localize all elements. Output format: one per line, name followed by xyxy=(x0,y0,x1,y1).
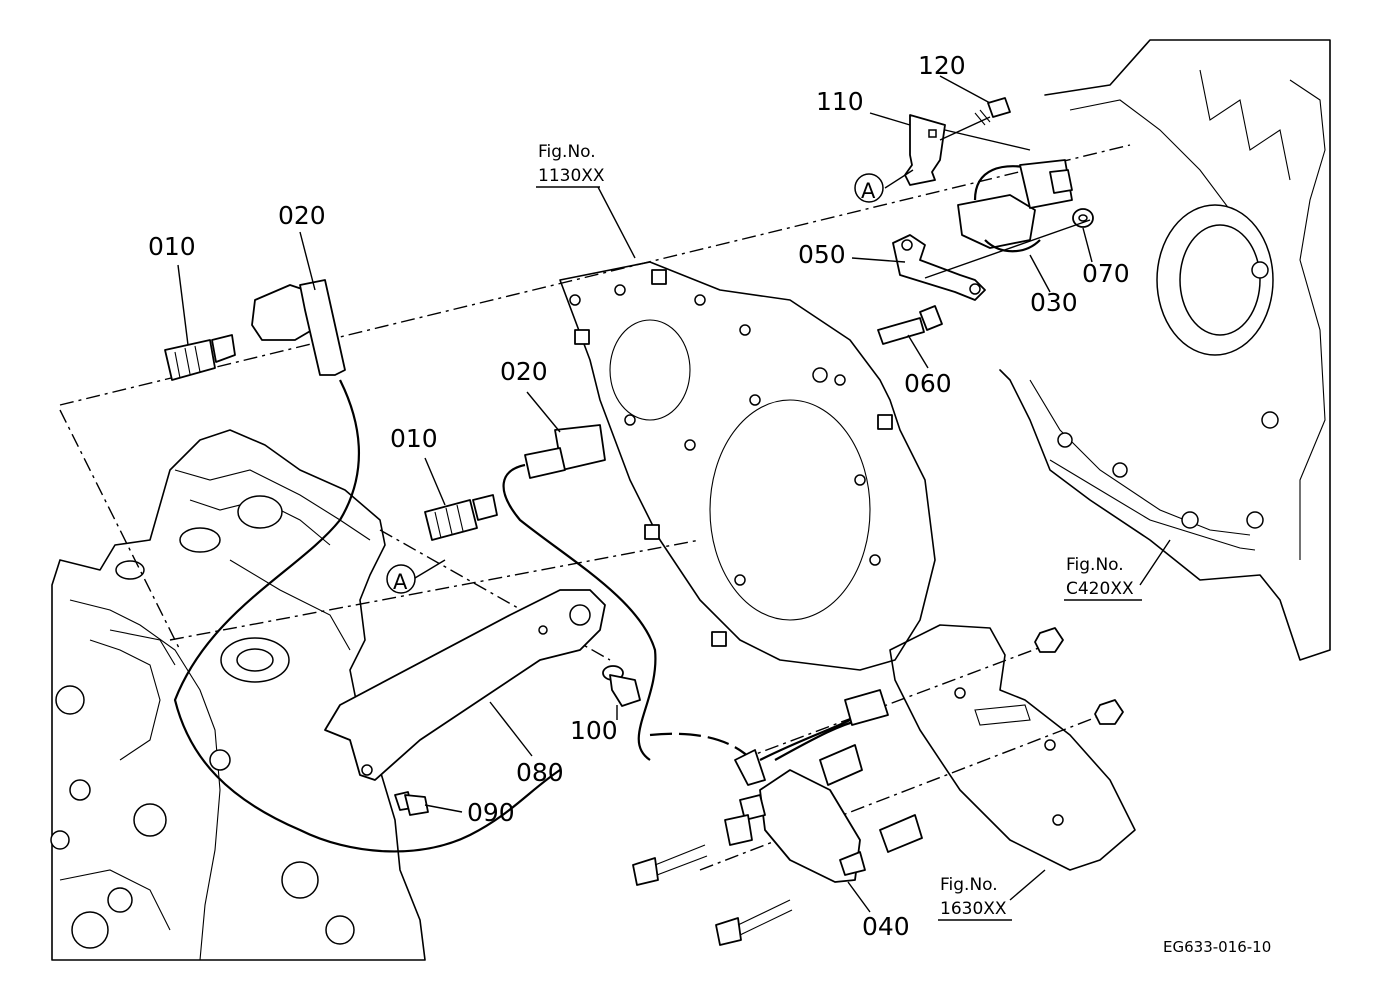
svg-text:A: A xyxy=(393,570,408,594)
svg-text:A: A xyxy=(861,179,876,203)
label-030: 030 xyxy=(1030,288,1078,317)
glow-plug-upper xyxy=(164,334,236,381)
svg-text:Fig.No.: Fig.No. xyxy=(1066,555,1124,575)
label-070: 070 xyxy=(1082,259,1130,288)
engine-block xyxy=(50,429,426,961)
glow-bracket-080 xyxy=(324,589,606,781)
label-110: 110 xyxy=(816,87,864,116)
reference-marker-a-engine: A xyxy=(386,564,416,594)
nut-070 xyxy=(1072,208,1094,228)
spacer-sleeves xyxy=(819,744,923,853)
svg-text:Fig.No.: Fig.No. xyxy=(538,142,596,162)
label-090: 090 xyxy=(467,798,515,827)
label-020-upper: 020 xyxy=(278,201,326,230)
transmission-housing xyxy=(999,39,1331,661)
svg-text:Fig.No.: Fig.No. xyxy=(940,875,998,895)
flange-bolts xyxy=(632,844,793,946)
figure-ref-1630: Fig.No. 1630XX xyxy=(938,875,1012,921)
stud-060 xyxy=(877,305,943,345)
label-010-upper: 010 xyxy=(148,232,196,261)
plug-cap-lower xyxy=(502,424,657,761)
cover-bracket xyxy=(889,624,1136,871)
plug-cap-upper xyxy=(173,279,561,853)
glow-plug-lower xyxy=(424,494,498,541)
figure-ref-c420: Fig.No. C420XX xyxy=(1064,555,1142,601)
svg-text:C420XX: C420XX xyxy=(1066,579,1134,599)
figure-ref-1130: Fig.No. 1130XX xyxy=(536,142,605,188)
reference-marker-a-top: A xyxy=(854,173,884,203)
label-120: 120 xyxy=(918,51,966,80)
center-line xyxy=(59,144,1131,406)
harness-dashed xyxy=(649,732,761,771)
bracket-050 xyxy=(892,234,986,301)
label-100: 100 xyxy=(570,716,618,745)
nuts xyxy=(1034,627,1124,725)
glow-controller-040 xyxy=(724,689,889,883)
bolt-120 xyxy=(974,97,1011,126)
sensor-030 xyxy=(957,159,1073,253)
label-010-lower: 010 xyxy=(390,424,438,453)
label-020-lower: 020 xyxy=(500,357,548,386)
gear-plate xyxy=(559,261,936,671)
label-060: 060 xyxy=(904,369,952,398)
leader-lines xyxy=(177,75,1171,913)
bolt-090 xyxy=(394,791,429,816)
label-080: 080 xyxy=(516,758,564,787)
plate-110 xyxy=(904,114,946,186)
bolt-100 xyxy=(602,665,641,707)
drawing-code: EG633-016-10 xyxy=(1163,938,1271,956)
label-050: 050 xyxy=(798,240,846,269)
svg-text:1130XX: 1130XX xyxy=(538,166,605,186)
label-040: 040 xyxy=(862,912,910,941)
svg-text:1630XX: 1630XX xyxy=(940,899,1007,919)
